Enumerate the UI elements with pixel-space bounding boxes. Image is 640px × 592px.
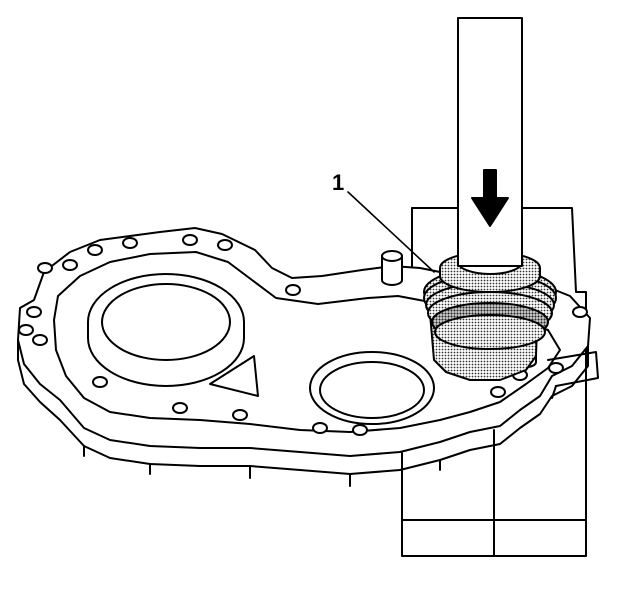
callout-label-1: 1 xyxy=(332,170,345,195)
press-direction-arrow xyxy=(471,169,509,227)
dowel-pin-left xyxy=(381,250,403,286)
large-bearing-bore xyxy=(87,273,245,387)
bolt-holes xyxy=(18,234,588,436)
small-bearing-bore xyxy=(309,351,435,425)
callout-leader-line xyxy=(347,191,435,273)
triangular-boss xyxy=(209,355,259,397)
